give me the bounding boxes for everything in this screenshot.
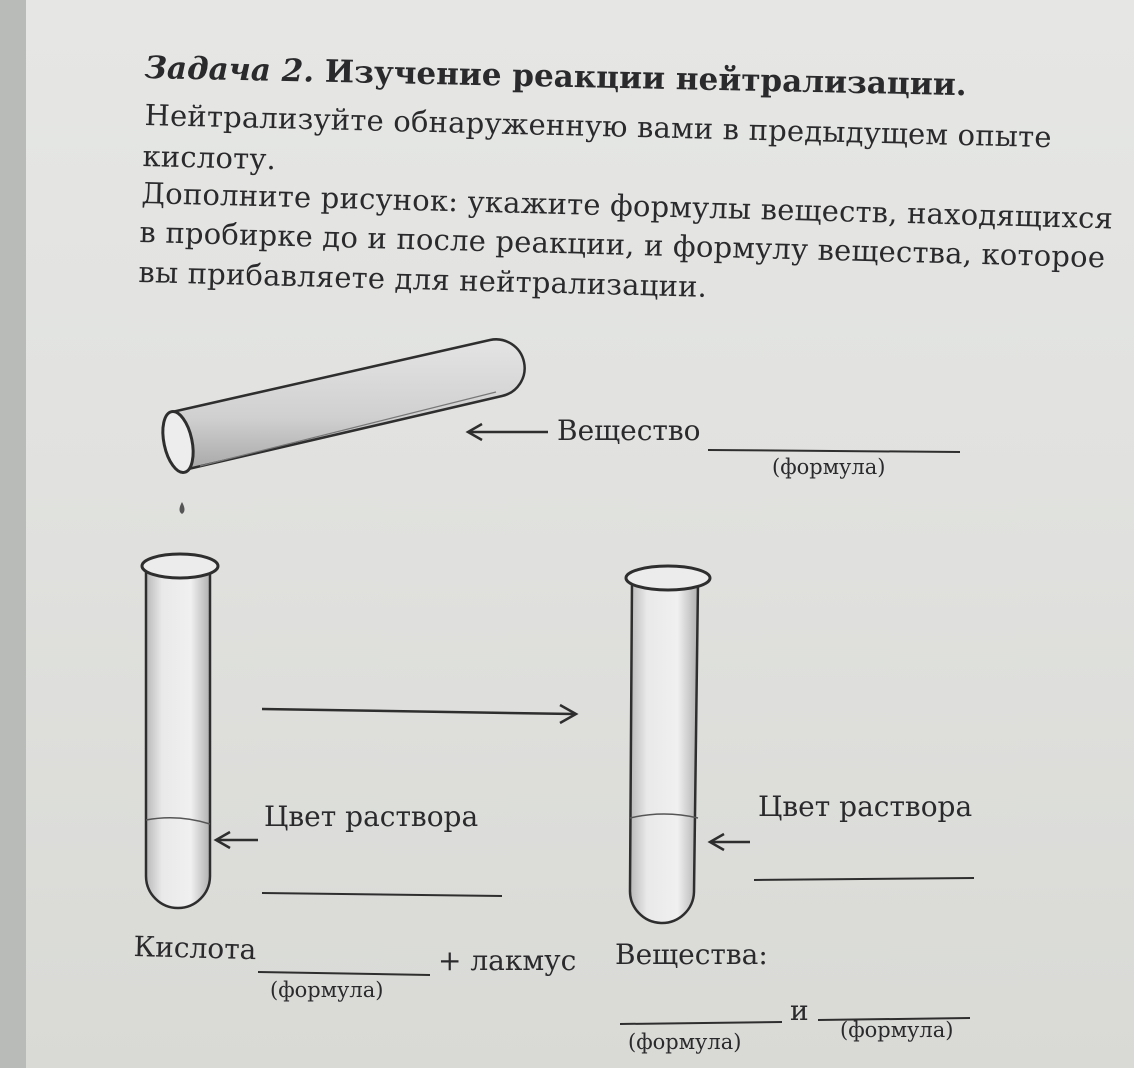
right-color-blank[interactable] [753,877,975,881]
left-solution-color-label: Цвет раствора [264,800,479,833]
substance-formula-caption: (формула) [772,455,886,479]
workbook-page [26,0,1134,1068]
right-test-tube [624,564,712,925]
left-test-tube [140,552,220,910]
acid-formula-blank[interactable] [257,971,431,976]
product1-formula-blank[interactable] [619,1021,783,1025]
left-color-arrow-icon [213,830,258,850]
product2-formula-blank[interactable] [817,1017,971,1021]
right-solution-color-label: Цвет раствора [758,790,973,823]
drop-icon [179,502,185,514]
acid-formula-caption: (формула) [270,978,384,1002]
right-color-arrow-icon [707,832,750,852]
reaction-arrow-icon [261,703,579,725]
left-color-blank[interactable] [261,892,503,897]
product2-formula-caption: (формула) [840,1018,954,1042]
substance-label: Вещество [557,414,701,447]
substance-formula-blank[interactable] [707,449,961,453]
acid-label: Кислота [133,930,257,967]
and-label: и [790,994,809,1027]
substance-arrow-icon [465,422,548,442]
substances-label: Вещества: [615,938,768,971]
litmus-label: + лакмус [438,944,577,977]
product1-formula-caption: (формула) [628,1030,742,1054]
tilted-test-tube [161,338,526,474]
